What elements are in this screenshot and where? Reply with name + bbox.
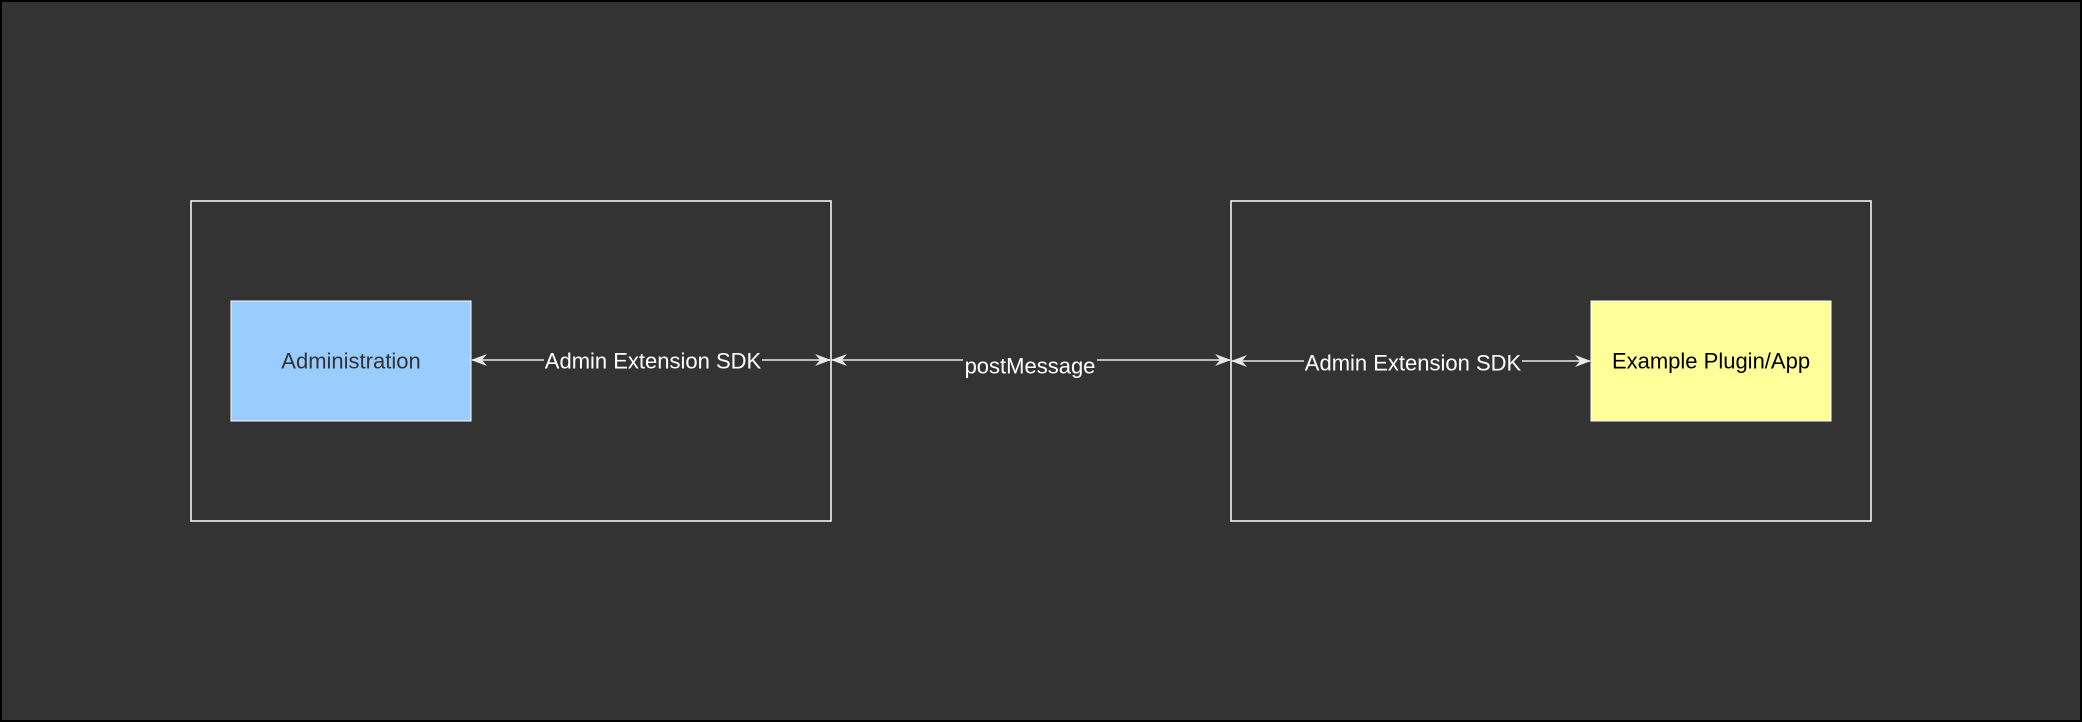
post-message-label: postMessage <box>965 354 1096 379</box>
post-message-label-group: postMessage <box>963 352 1097 379</box>
plugin-node: Example Plugin/App <box>1590 300 1832 422</box>
left-sdk-label: Admin Extension SDK <box>545 349 762 374</box>
plugin-label: Example Plugin/App <box>1612 349 1810 374</box>
left-sdk-label-group: Admin Extension SDK <box>544 346 762 374</box>
administration-node: Administration <box>230 300 472 422</box>
right-sdk-label-group: Admin Extension SDK <box>1304 348 1522 376</box>
right-sdk-label: Admin Extension SDK <box>1305 351 1522 376</box>
administration-label: Administration <box>281 349 420 374</box>
